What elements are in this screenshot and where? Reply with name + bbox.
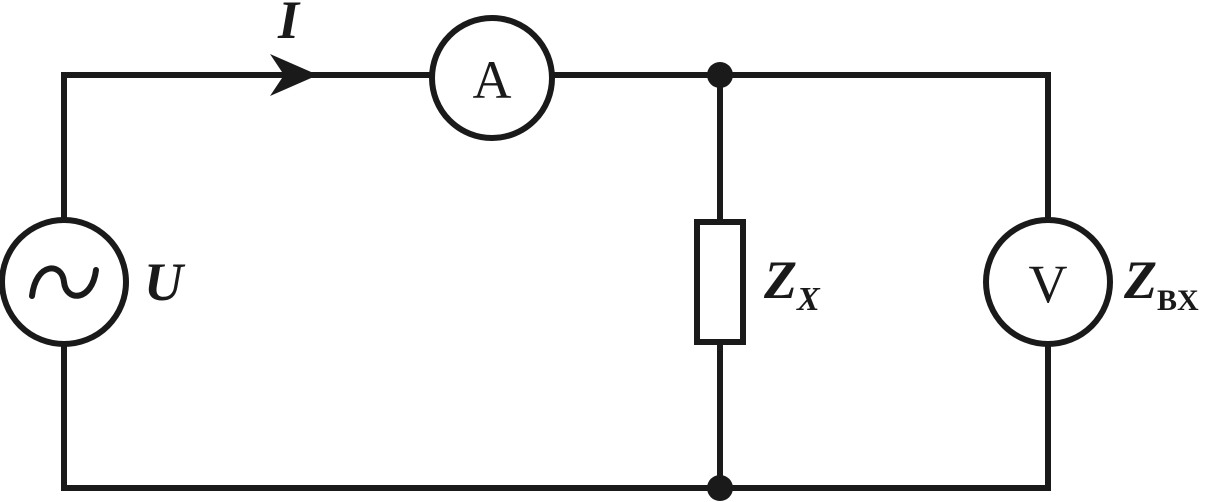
ac-sine-wave-icon [29,265,99,299]
ammeter-label: A [473,50,512,110]
arrow-right-icon [270,54,318,96]
impedance-zin-sub: BX [1157,284,1199,317]
voltmeter: V [983,217,1113,347]
current-label: I [277,0,301,50]
ammeter-circle [429,15,555,141]
source-label: U [144,252,186,312]
junction-top [707,62,733,88]
voltmeter-circle [983,217,1113,347]
impedance-zx-sub: X [796,281,821,318]
voltmeter-label: V [1029,254,1068,314]
impedance-zx-label: ZX [763,250,821,318]
impedance-zin-label: ZBX [1123,250,1199,317]
wire-top-left [61,72,433,223]
junction-bottom [707,475,733,501]
ac-source [0,217,129,347]
wire-bottom [61,341,1051,491]
impedance-zin-main: Z [1123,250,1157,310]
ammeter: A [429,15,555,141]
wires [61,72,1051,491]
wire-top-right [551,72,1051,223]
impedance-zx-main: Z [763,250,797,310]
impedance-zx-resistor [694,219,746,345]
